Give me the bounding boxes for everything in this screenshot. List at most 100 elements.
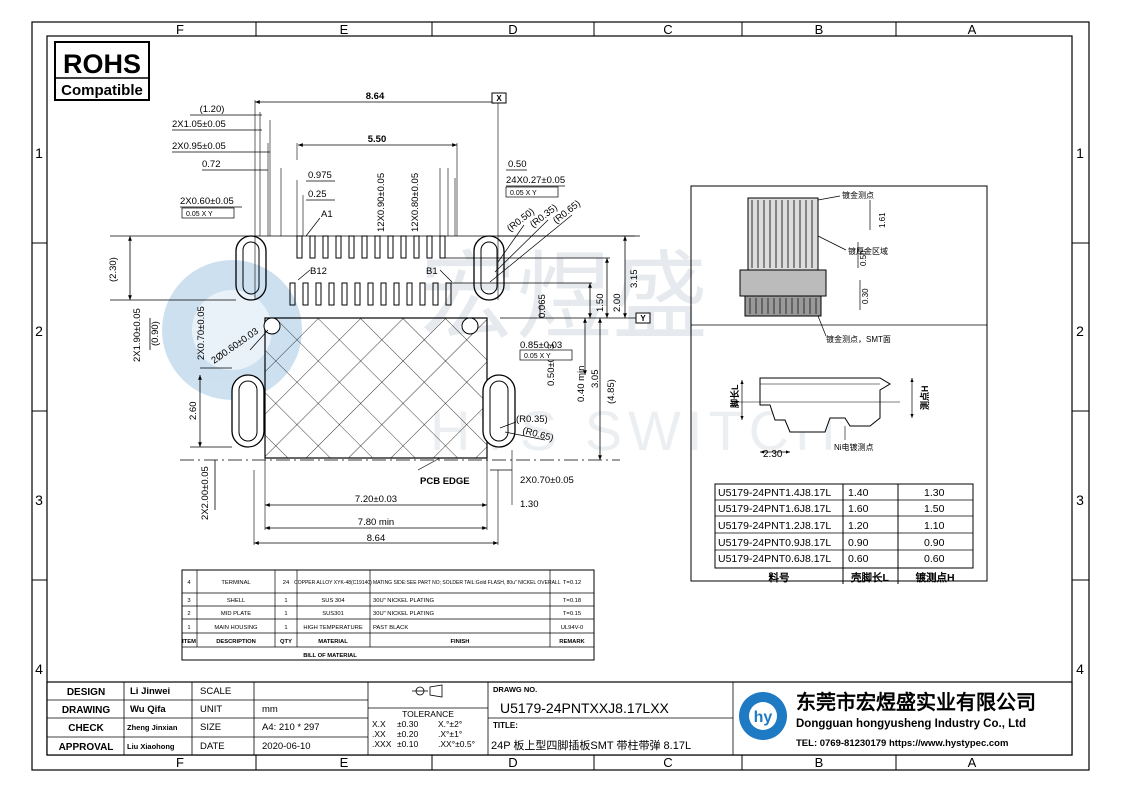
tb-name: Liu Xiaohong <box>127 742 175 751</box>
title-value: 24P 板上型四脚插板SMT 带柱带弹 8.17L <box>491 738 691 752</box>
bom-description: MID PLATE <box>221 611 251 617</box>
dim-label: 0.30 <box>861 288 870 304</box>
bom-description: SHELL <box>227 598 246 604</box>
label-ni-point: Ni电镀测点 <box>834 442 874 452</box>
footprint-drawing: X Y (1.20) 8.64 2X1.05±0.05 2X0.95±0.05 … <box>108 91 651 545</box>
dim-label: (R0.35) <box>516 414 548 425</box>
dim-label: 8.64 <box>366 91 385 102</box>
dim-label: 12X0.90±0.05 <box>376 173 387 232</box>
tb-name: Li Jinwei <box>130 686 170 697</box>
tol-cell: ±0.10 <box>397 739 418 749</box>
dim-label: 1.50 <box>595 294 606 313</box>
row-label-right: 3 <box>1076 492 1084 508</box>
dim-label: 2X1.05±0.05 <box>172 119 226 130</box>
part-number-table: U5179-24PNT1.4J8.17L 1.40 1.30 U5179-24P… <box>714 483 974 584</box>
dim-label: 7.20±0.03 <box>355 494 397 505</box>
part-number: U5179-24PNT1.2J8.17L <box>718 520 831 532</box>
bom-finish: 30U" NICKEL PLATING <box>373 611 435 617</box>
tolerance-title: TOLERANCE <box>402 709 454 719</box>
rohs-badge: ROHS Compatible <box>54 41 150 101</box>
dim-label: 0.72 <box>202 159 221 170</box>
company-logo-icon: hy <box>739 692 787 740</box>
dim-label: 1.61 <box>878 212 887 228</box>
dim-label: 7.80 min <box>358 517 394 528</box>
bom-finish: PAST BLACK <box>373 625 408 631</box>
bom-qty: 1 <box>284 598 287 604</box>
rohs-title: ROHS <box>63 49 141 79</box>
drawing-no-label: DRAWG NO. <box>493 685 537 694</box>
dim-label: (0.90) <box>150 321 161 346</box>
row-label-left: 3 <box>35 492 43 508</box>
bom-table: 4 TERMINAL 24 COPPER ALLOY XYK-48(C19140… <box>181 569 595 661</box>
tb-name: Zheng Jinxian <box>127 723 178 732</box>
bom-header: DESCRIPTION <box>216 639 256 645</box>
test-height: 1.30 <box>924 487 945 499</box>
tol-cell: X.°±2° <box>438 719 462 729</box>
tol-cell: ±0.20 <box>397 729 418 739</box>
bom-material: SUS301 <box>322 611 344 617</box>
tol-cell: .XXX <box>372 739 392 749</box>
bom-header: QTY <box>280 639 292 645</box>
bom-description: MAIN HOUSING <box>214 625 258 631</box>
tb-name: Wu Qifa <box>130 704 166 715</box>
tol-cell: .XX°±0.5° <box>438 739 475 749</box>
dim-label: (4.85) <box>606 379 617 404</box>
dim-label: 5.50 <box>368 134 387 145</box>
part-table-footer: 镀测点H <box>915 571 954 584</box>
part-table-footer: 料号 <box>769 571 790 584</box>
bom-remark: UL94V-0 <box>561 625 584 631</box>
col-label-bottom: A <box>968 755 977 770</box>
dim-label: 2X2.00±0.05 <box>200 466 211 520</box>
dim-label: 2.30 <box>763 449 783 460</box>
tb-size-label: SIZE <box>200 722 221 733</box>
part-number: U5179-24PNT0.9J8.17L <box>718 537 831 549</box>
col-label-top: D <box>508 22 517 37</box>
tb-scale-label: SCALE <box>200 686 231 697</box>
datum-x-top: X <box>496 94 502 103</box>
dim-label: (2.30) <box>108 257 119 282</box>
dim-label: 0.975 <box>308 170 332 181</box>
tol-cell: .XX <box>372 729 386 739</box>
leg-length: 1.40 <box>848 487 869 499</box>
rohs-subtitle: Compatible <box>61 82 143 99</box>
callout-thick-gold: 镀厚金区域 <box>848 246 888 256</box>
dim-label: 2X0.95±0.05 <box>172 141 226 152</box>
dim-label: 3.05 <box>590 370 601 389</box>
tb-unit-value: mm <box>262 704 278 715</box>
slot-hole-top-right <box>473 235 505 301</box>
col-label-bottom: E <box>340 755 349 770</box>
bom-item: 3 <box>187 598 190 604</box>
bom-finish: 30U" NICKEL PLATING <box>373 598 435 604</box>
part-number: U5179-24PNT1.6J8.17L <box>718 503 831 515</box>
bom-item: 1 <box>187 625 190 631</box>
bom-header: REMARK <box>559 639 585 645</box>
tb-label: DESIGN <box>67 687 105 698</box>
dim-label: 24X0.27±0.05 <box>506 175 565 186</box>
label-test-height: 测点H <box>919 386 930 411</box>
part-number: U5179-24PNT1.4J8.17L <box>718 487 831 499</box>
dim-label: 8.64 <box>367 533 386 544</box>
row-label-right: 2 <box>1076 323 1084 339</box>
connector-pins <box>744 295 822 317</box>
label-leg-length: 脚长L <box>729 384 740 408</box>
bom-description: TERMINAL <box>221 580 251 586</box>
slot-hole-bottom-left <box>231 374 265 448</box>
bom-header: ITEM <box>182 639 196 645</box>
bom-remark: T=0.15 <box>563 611 581 617</box>
dim-label: 0.50±0.03 <box>546 344 557 386</box>
title-block: DESIGN DRAWING CHECK APPROVAL Li Jinwei … <box>46 681 1073 756</box>
bom-remark: T=0.12 <box>563 580 581 586</box>
fcf-text: 0.05 X Y <box>524 353 551 360</box>
pad-row-bottom <box>289 282 452 306</box>
dim-label: 0.50 <box>859 250 868 266</box>
company-name-en: Dongguan hongyusheng Industry Co., Ltd <box>796 718 1026 730</box>
pcb-edge-label: PCB EDGE <box>420 476 470 487</box>
part-table-footer: 壳脚长L <box>850 571 889 584</box>
leg-length: 1.20 <box>848 520 869 532</box>
test-height: 1.10 <box>924 520 945 532</box>
col-label-top: F <box>176 22 184 37</box>
bom-caption: BILL OF MATERIAL <box>303 653 357 659</box>
dim-label: 2X0.60±0.05 <box>180 196 234 207</box>
tol-cell: .X°±1° <box>438 729 462 739</box>
